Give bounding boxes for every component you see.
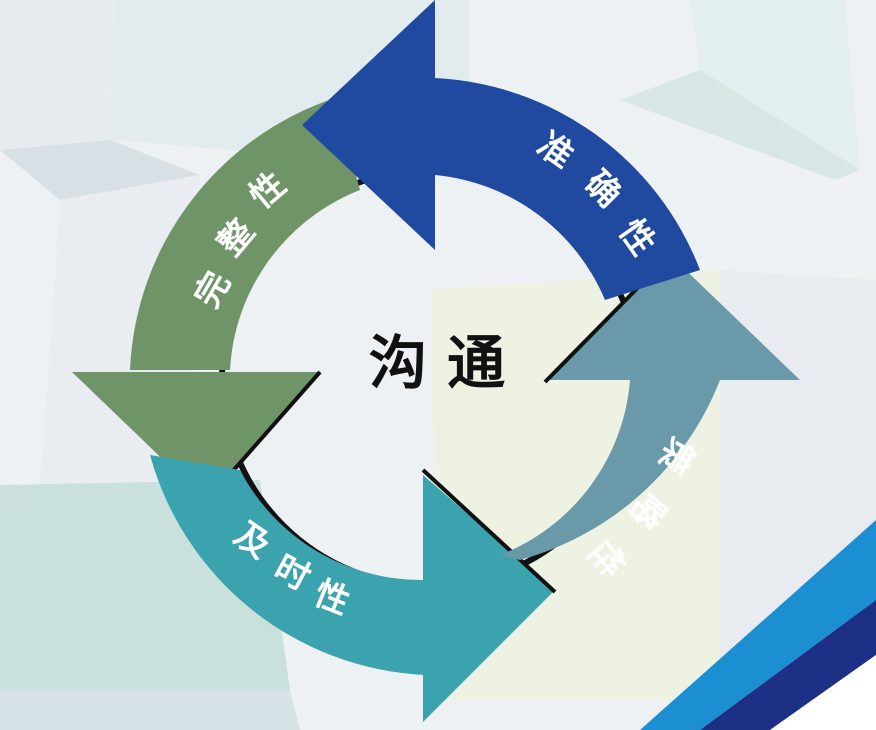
arrow-down-icon (72, 372, 320, 500)
arrow-left-icon (302, 0, 435, 250)
arrow-up-icon (545, 255, 800, 380)
center-label: 沟 通 (369, 329, 505, 397)
segment-accuracy (302, 0, 700, 300)
segment-timeliness (150, 455, 557, 722)
arrow-right-icon (423, 475, 555, 722)
